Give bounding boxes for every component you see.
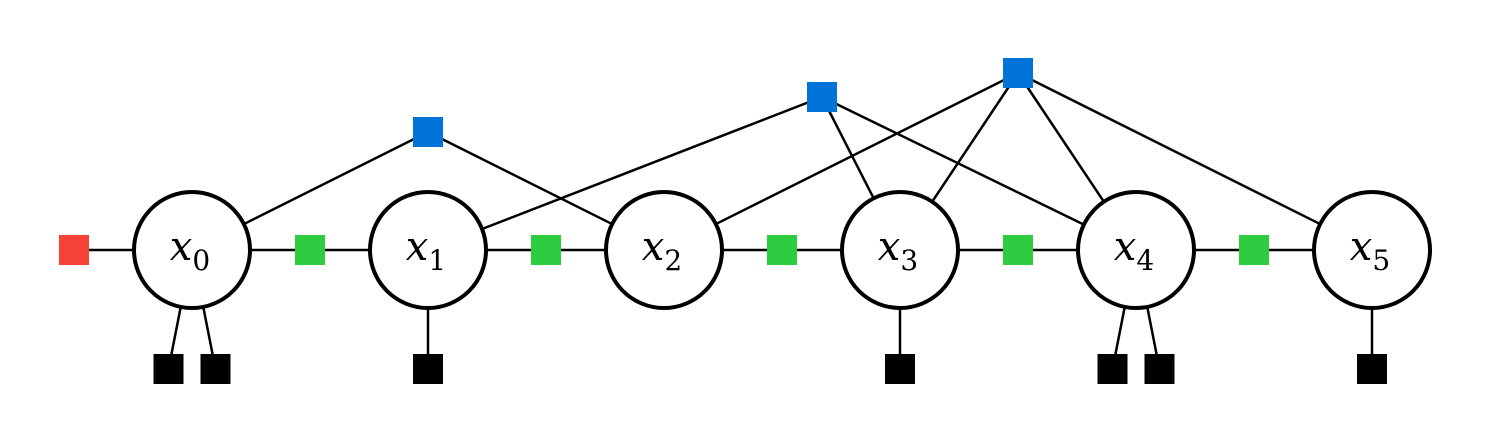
- loop-closure-edge: [1017, 71, 1321, 226]
- variable-circle: [1076, 190, 1196, 310]
- variable-circle: [132, 190, 252, 310]
- loop-closure-edge: [820, 96, 875, 199]
- variable-circle: [1312, 190, 1432, 310]
- variable-label: x5: [1350, 224, 1390, 277]
- loop-closure-edge: [715, 71, 1019, 226]
- loop-closure-edge: [243, 130, 429, 226]
- variable-subscript: 3: [900, 244, 918, 277]
- variable-node-x0: x0: [132, 190, 252, 310]
- variable-symbol: x: [1114, 224, 1137, 270]
- factors-layer: [59, 58, 1387, 384]
- variable-label: x2: [642, 224, 682, 277]
- variable-circle: [368, 190, 488, 310]
- odometry-factor: [1003, 235, 1033, 265]
- odometry-factor: [767, 235, 797, 265]
- loop-closure-edge: [427, 130, 613, 226]
- variable-circle: [840, 190, 960, 310]
- variable-subscript: 0: [192, 244, 210, 277]
- loop-closure-edge: [821, 95, 1085, 226]
- variable-node-x3: x3: [840, 190, 960, 310]
- variable-subscript: 1: [428, 244, 446, 277]
- variable-symbol: x: [642, 224, 665, 270]
- odometry-factor: [295, 235, 325, 265]
- loop-closure-edge: [481, 95, 823, 231]
- loop-closure-edge: [931, 72, 1020, 203]
- odometry-factor: [531, 235, 561, 265]
- variable-subscript: 5: [1372, 244, 1390, 277]
- variable-symbol: x: [170, 224, 193, 270]
- measurement-factor: [413, 354, 443, 384]
- measurement-factor: [1357, 354, 1387, 384]
- variable-node-x2: x2: [604, 190, 724, 310]
- measurement-factor: [200, 354, 231, 384]
- variable-label: x4: [1114, 224, 1154, 277]
- variable-subscript: 2: [664, 244, 682, 277]
- variable-circle: [604, 190, 724, 310]
- variable-symbol: x: [878, 224, 901, 270]
- variable-symbol: x: [406, 224, 429, 270]
- variable-symbol: x: [1350, 224, 1373, 270]
- odometry-factor: [1239, 235, 1269, 265]
- variable-node-x1: x1: [368, 190, 488, 310]
- measurement-factor: [1144, 354, 1175, 384]
- loop-closure-factor: [807, 82, 837, 112]
- prior-factor: [59, 235, 89, 265]
- measurement-factor: [153, 354, 184, 384]
- variable-node-x5: x5: [1312, 190, 1432, 310]
- variable-label: x0: [170, 224, 210, 277]
- variable-node-x4: x4: [1076, 190, 1196, 310]
- loop-closure-factor: [413, 117, 443, 147]
- measurement-factor: [885, 354, 915, 384]
- variable-label: x3: [878, 224, 918, 277]
- loop-closure-factor: [1003, 58, 1033, 88]
- variable-label: x1: [406, 224, 446, 277]
- loop-closure-edge: [1016, 72, 1105, 203]
- measurement-factor: [1097, 354, 1128, 384]
- variable-subscript: 4: [1136, 244, 1154, 277]
